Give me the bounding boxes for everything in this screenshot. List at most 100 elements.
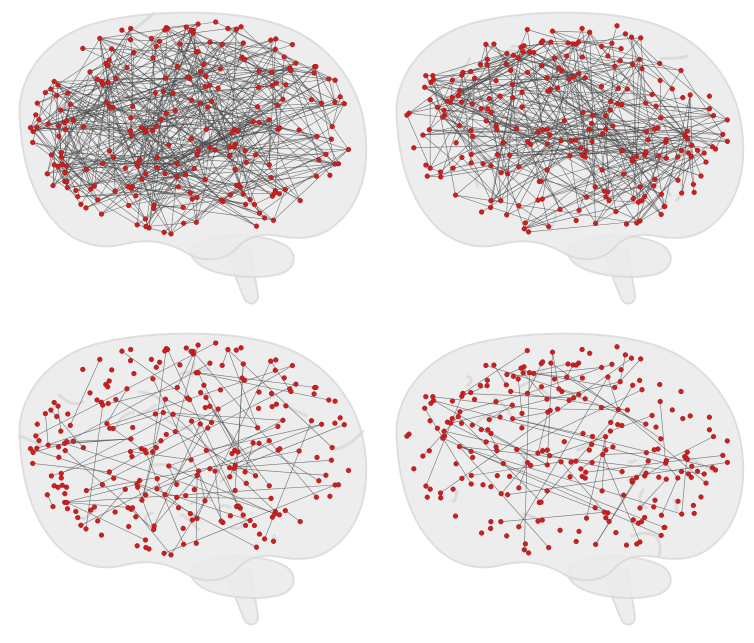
network-edge — [542, 68, 643, 130]
network-edge — [432, 59, 488, 76]
network-node — [44, 171, 50, 177]
network-node — [545, 409, 551, 415]
network-node — [629, 477, 635, 483]
network-node — [576, 528, 582, 535]
network-node — [587, 350, 593, 356]
network-node — [213, 340, 219, 346]
network-edges — [406, 25, 728, 233]
brain-graph-top-right — [395, 11, 745, 305]
network-node — [276, 191, 283, 197]
network-node — [99, 482, 106, 488]
network-node — [94, 397, 100, 403]
network-node — [689, 142, 695, 148]
network-edge — [533, 52, 655, 130]
network-node — [327, 493, 333, 499]
network-node — [51, 483, 57, 489]
network-edge — [163, 72, 272, 92]
network-node — [174, 494, 180, 501]
network-edge — [258, 70, 291, 72]
network-node — [469, 101, 475, 107]
network-node — [280, 417, 286, 423]
network-edge — [486, 64, 637, 157]
network-edge — [165, 398, 212, 423]
network-node — [187, 511, 193, 517]
network-edge — [490, 173, 508, 208]
network-edge — [99, 38, 322, 104]
network-edge — [541, 65, 558, 89]
network-node — [100, 402, 106, 408]
network-node — [168, 552, 174, 558]
network-node — [535, 518, 541, 524]
network-edge — [97, 489, 126, 522]
cortex-shape — [395, 11, 745, 261]
network-node — [706, 93, 713, 99]
network-node — [458, 420, 465, 426]
network-node — [545, 88, 551, 94]
network-node — [658, 532, 664, 539]
network-node — [540, 448, 546, 454]
network-node — [316, 478, 322, 484]
network-node — [510, 416, 516, 422]
network-node — [233, 347, 239, 353]
network-node — [637, 505, 643, 511]
network-node — [195, 342, 201, 348]
network-edge — [541, 65, 606, 116]
network-node — [27, 446, 34, 452]
network-node — [105, 400, 111, 407]
network-node — [45, 442, 51, 448]
network-node — [326, 397, 332, 403]
network-node — [468, 151, 474, 158]
network-node — [250, 119, 256, 125]
network-node — [547, 132, 553, 138]
network-node — [209, 98, 215, 105]
network-node — [127, 37, 134, 43]
network-node — [152, 411, 159, 417]
network-node — [83, 205, 89, 211]
network-node — [582, 75, 588, 81]
network-node — [617, 58, 623, 64]
network-node — [630, 382, 636, 388]
network-node — [516, 203, 522, 209]
network-node — [36, 116, 42, 123]
network-node — [698, 494, 704, 500]
network-edge — [221, 44, 246, 151]
network-edge — [632, 64, 661, 81]
network-edge — [602, 157, 667, 171]
network-node — [460, 69, 466, 76]
network-node — [188, 136, 194, 142]
network-node — [139, 497, 145, 503]
network-node — [313, 494, 320, 500]
network-node — [638, 35, 644, 41]
network-edge — [211, 101, 260, 123]
network-node — [471, 75, 478, 82]
network-node — [680, 415, 686, 422]
network-node — [624, 407, 631, 413]
network-edge — [444, 109, 606, 130]
network-edge — [639, 194, 662, 222]
network-node — [153, 43, 159, 49]
network-edge — [277, 103, 322, 106]
network-node — [497, 93, 503, 99]
network-node — [219, 41, 225, 48]
network-node — [720, 131, 726, 138]
network-node — [54, 413, 60, 420]
network-node — [679, 511, 685, 517]
network-edge — [160, 106, 258, 121]
network-node — [514, 125, 520, 132]
network-edge — [136, 483, 257, 548]
network-edge — [160, 101, 212, 121]
network-edge — [459, 446, 682, 515]
network-node — [64, 439, 70, 445]
network-node — [122, 165, 128, 171]
network-edge — [569, 79, 602, 87]
network-edge — [437, 107, 617, 212]
network-edge — [527, 361, 543, 394]
network-node — [63, 484, 70, 490]
gyrus-line — [672, 498, 679, 512]
network-node — [599, 488, 605, 494]
network-node — [579, 346, 585, 353]
network-node — [314, 454, 320, 461]
network-node — [520, 370, 526, 376]
network-node — [703, 159, 709, 165]
network-node — [188, 418, 195, 424]
